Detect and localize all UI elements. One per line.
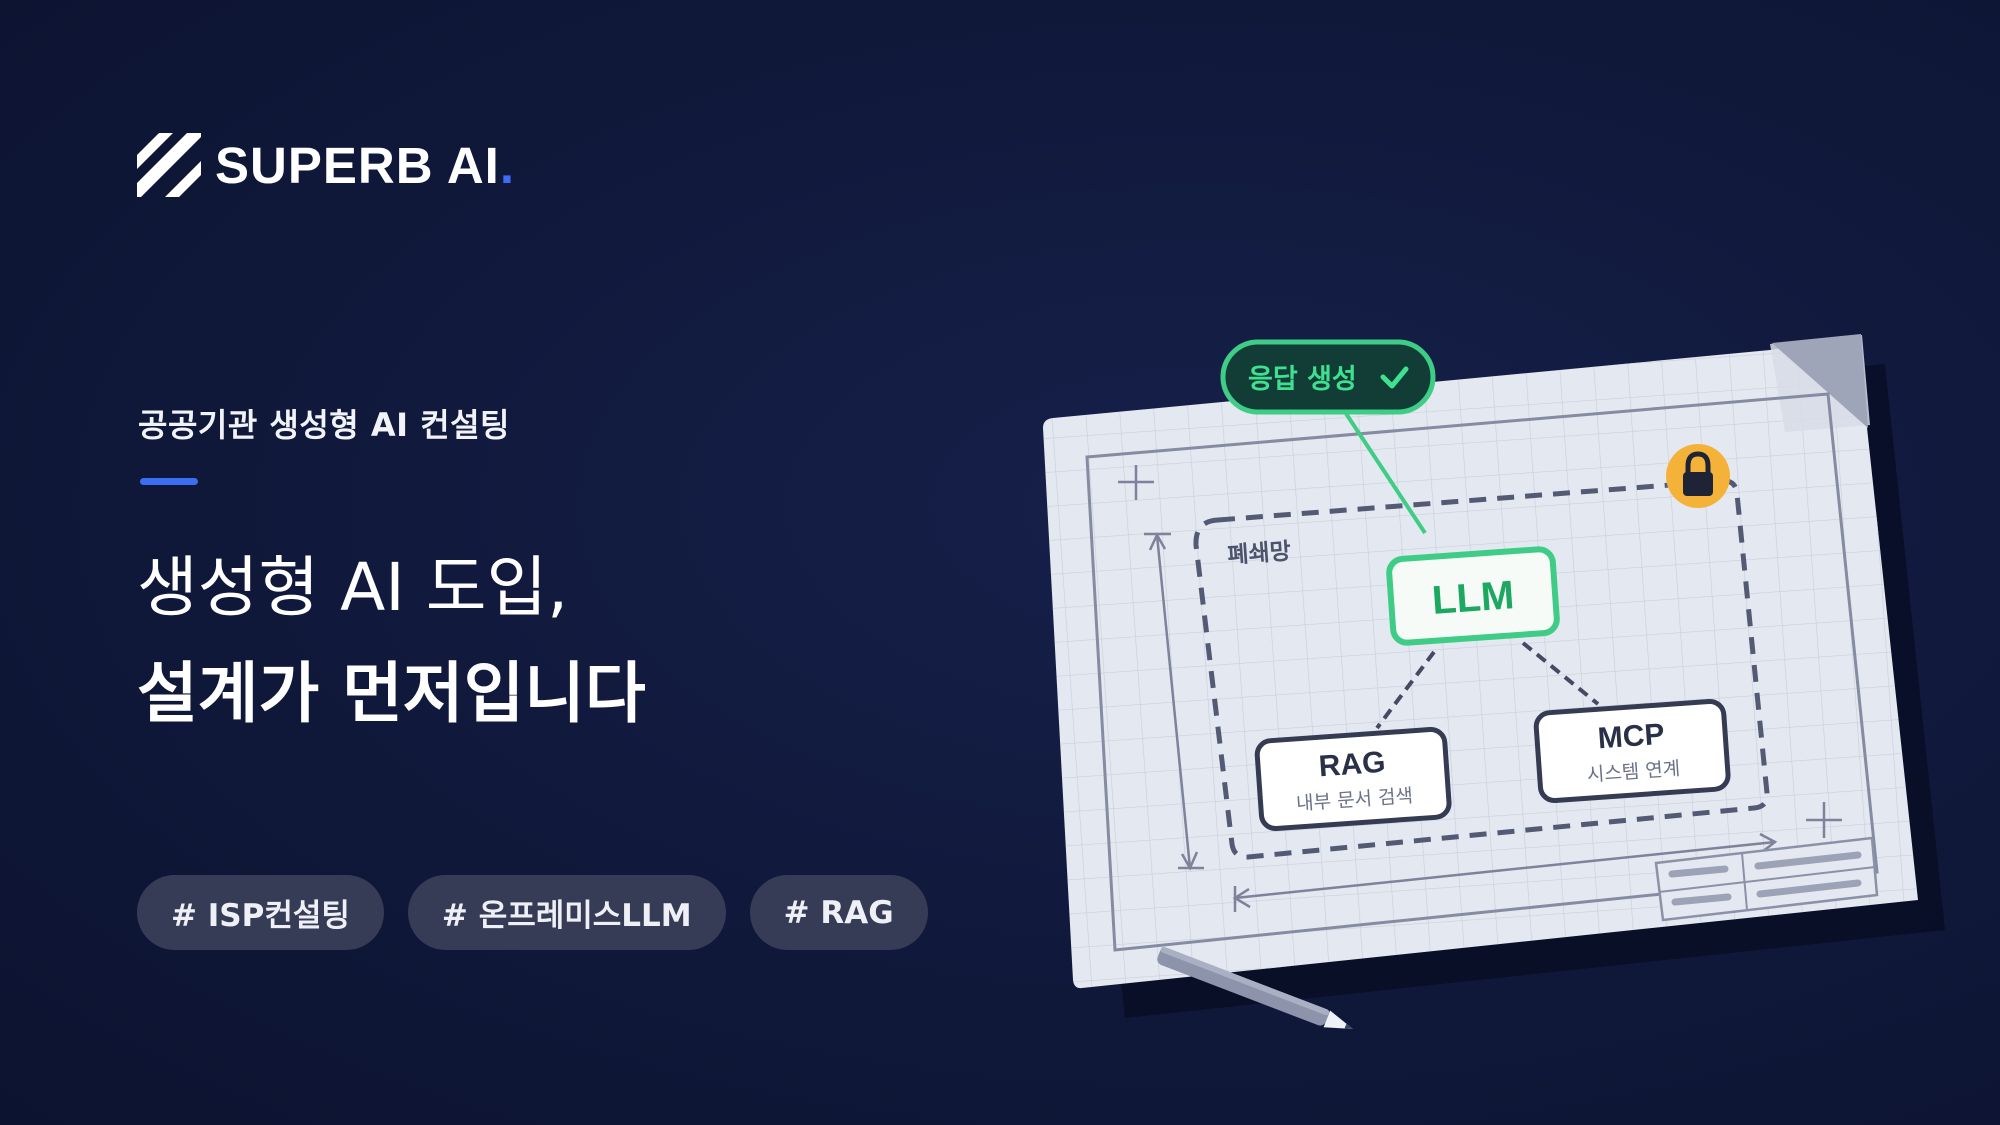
response-badge: 응답 생성: [1220, 339, 1436, 415]
page-headline: 생성형 AI 도입, 설계가 먼저입니다: [137, 555, 646, 727]
mcp-title: MCP: [1597, 718, 1666, 756]
llm-node: LLM: [1386, 546, 1560, 646]
accent-divider: [140, 478, 198, 485]
superb-logo-icon: [137, 133, 201, 197]
lock-icon: [1666, 444, 1730, 508]
brand-name: SUPERB AI.: [215, 136, 515, 194]
page-subtitle: 공공기관 생성형 AI 컨설팅: [138, 406, 510, 444]
rag-title: RAG: [1318, 746, 1387, 784]
closed-network-zone: [1193, 478, 1770, 860]
rag-node: RAG 내부 문서 검색: [1254, 726, 1452, 832]
response-badge-label: 응답 생성: [1248, 364, 1357, 395]
llm-mcp-connector: [1521, 641, 1600, 706]
pencil-icon: [1157, 946, 1353, 1029]
check-icon: [1380, 366, 1409, 389]
zone-label: 폐쇄망: [1227, 539, 1292, 569]
tag-list: # ISP컨설팅 # 온프레미스LLM # RAG: [137, 875, 928, 950]
llm-rag-connector: [1375, 650, 1436, 730]
blueprint-paper: [1043, 334, 1918, 989]
headline-line-1: 생성형 AI 도입,: [137, 549, 569, 626]
llm-label: LLM: [1431, 573, 1516, 623]
tag-isp[interactable]: # ISP컨설팅: [137, 875, 384, 950]
brand-logo: SUPERB AI.: [137, 133, 515, 197]
tag-rag[interactable]: # RAG: [749, 875, 928, 950]
tag-onprem-llm[interactable]: # 온프레미스LLM: [407, 875, 726, 950]
mcp-node: MCP 시스템 연계: [1533, 698, 1731, 804]
badge-connector: [1343, 410, 1427, 535]
headline-line-2: 설계가 먼저입니다: [137, 655, 646, 732]
